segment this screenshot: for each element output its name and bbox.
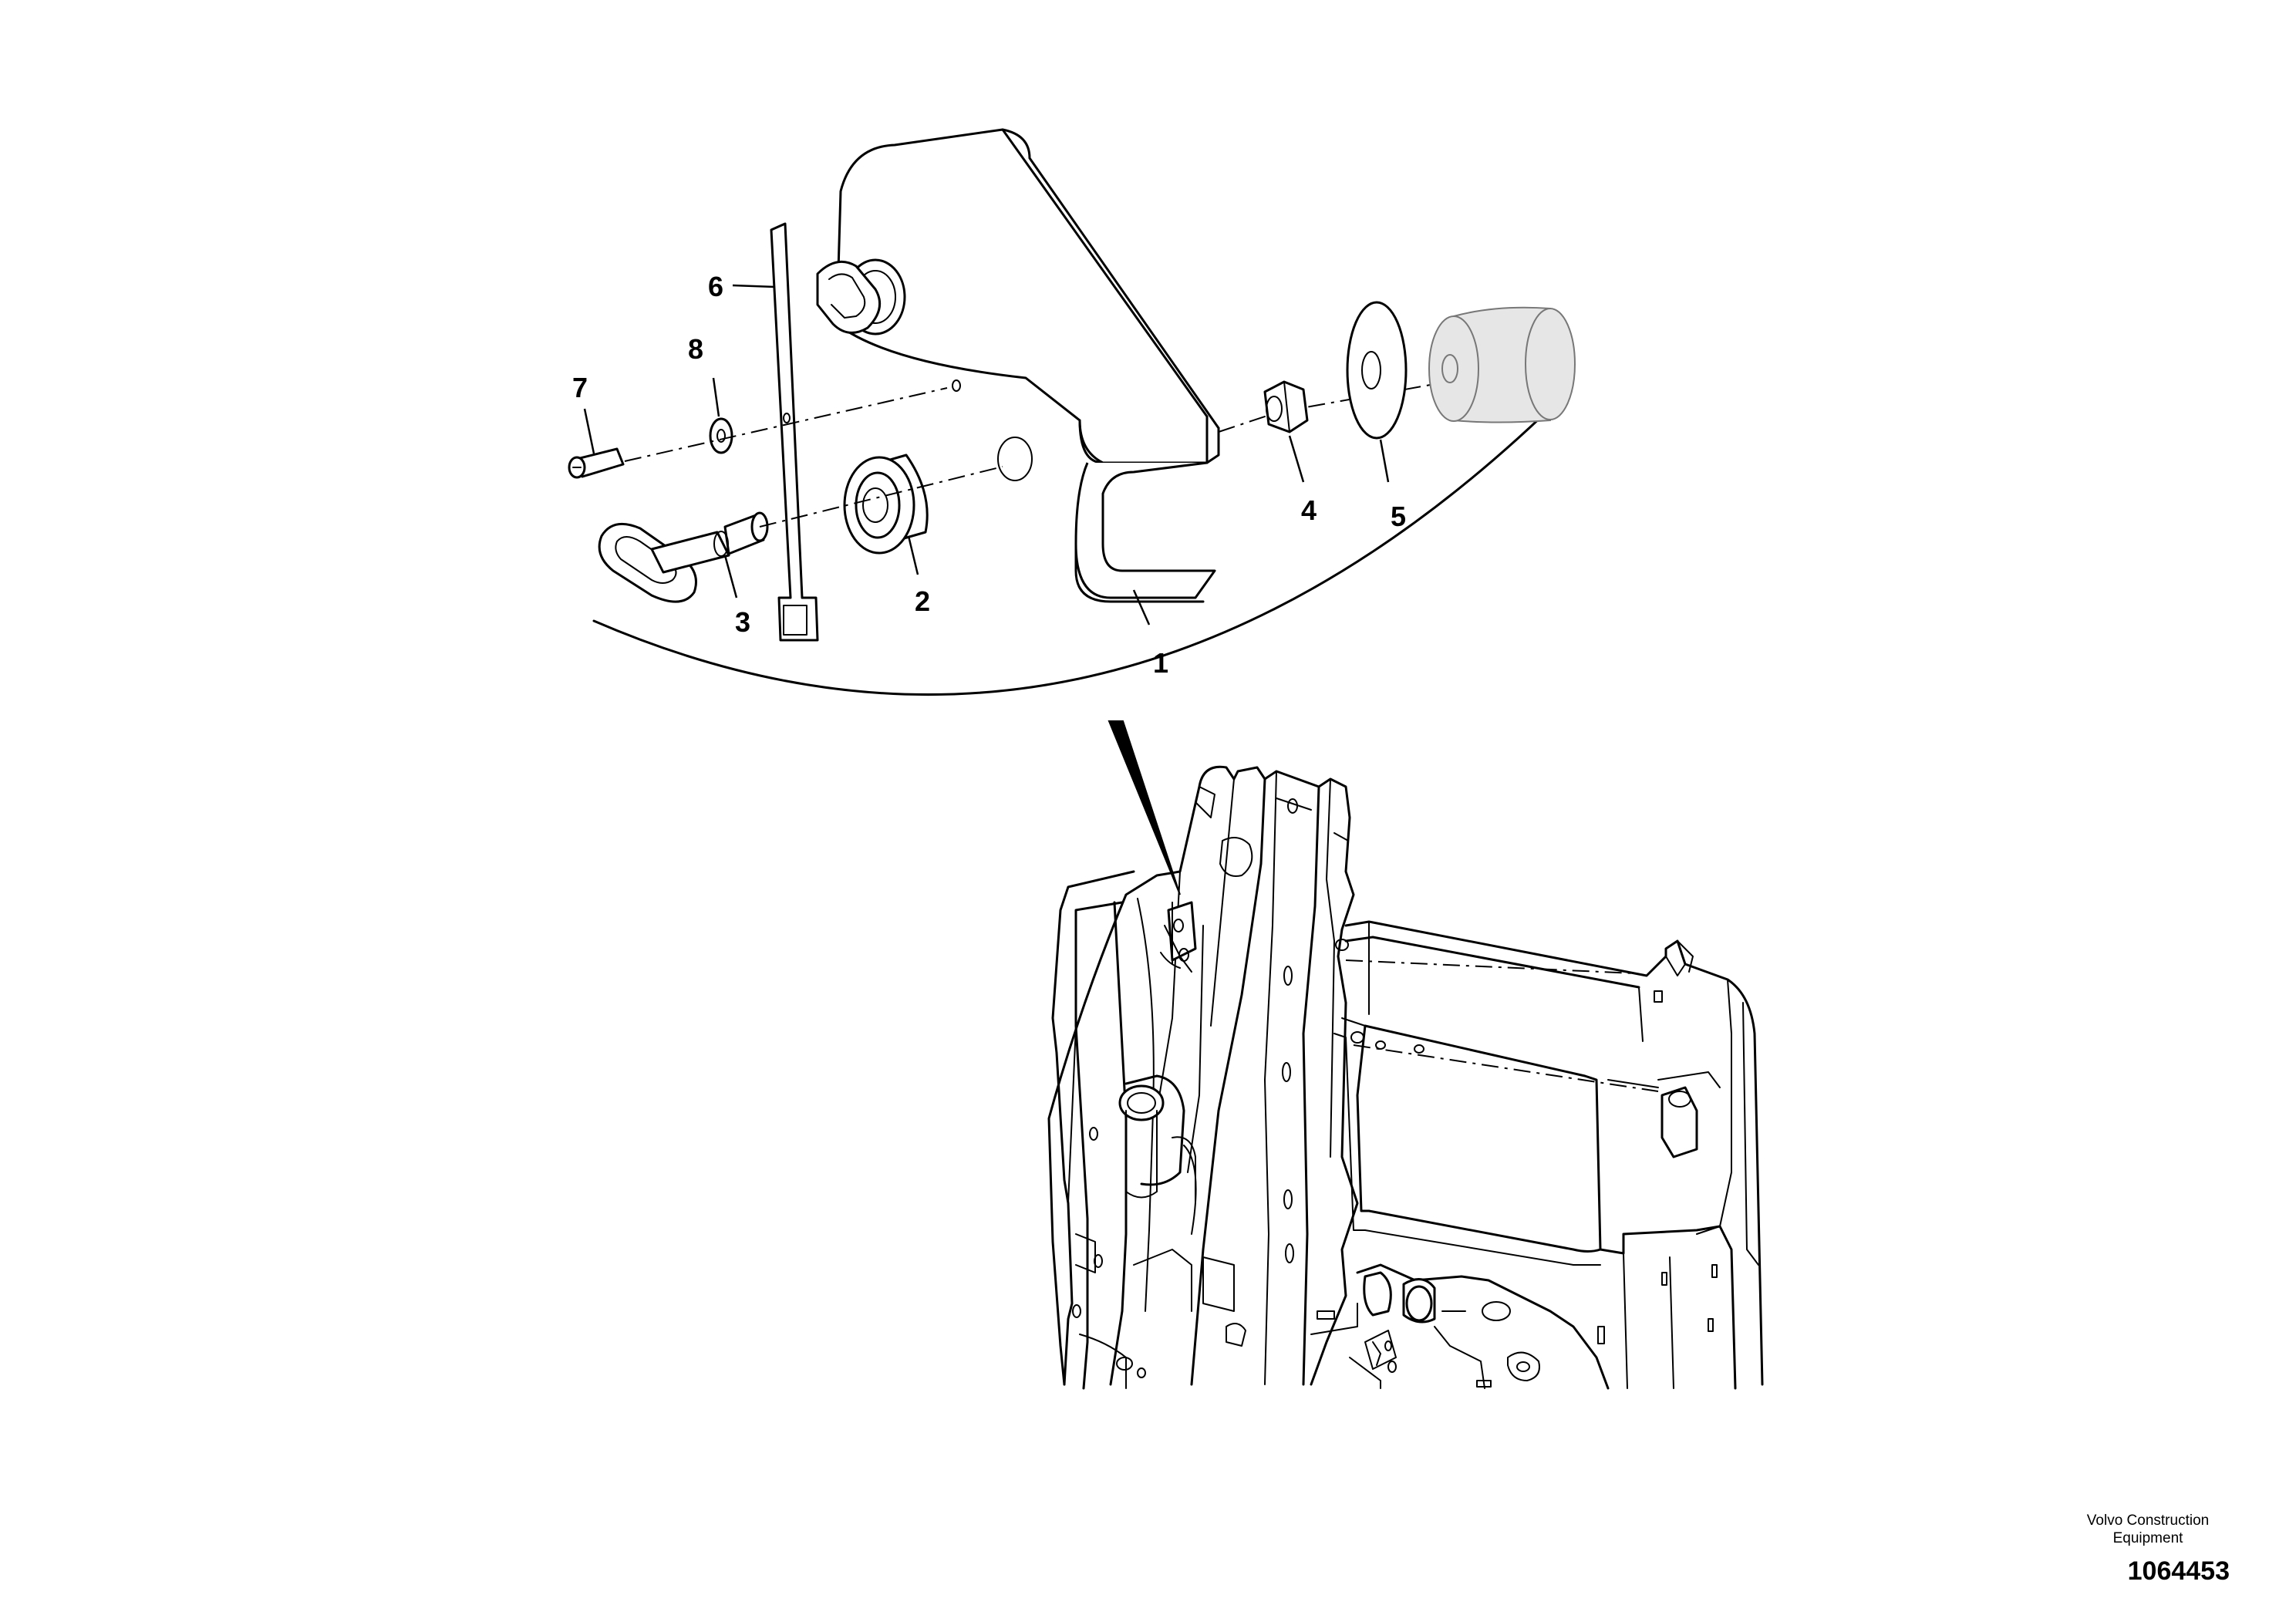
detail-view bbox=[569, 130, 1575, 895]
bracket-part-1 bbox=[837, 130, 1276, 602]
brand-line-1: Volvo Construction bbox=[2086, 1512, 2210, 1529]
washer-part-8 bbox=[710, 419, 732, 453]
washer-part-5 bbox=[1347, 302, 1406, 438]
bushing-part-2 bbox=[845, 455, 927, 553]
callout-5: 5 bbox=[1390, 501, 1407, 532]
callout-3: 3 bbox=[734, 606, 751, 638]
part-location-on-machine bbox=[1161, 902, 1195, 972]
nut-part-4 bbox=[1265, 382, 1307, 432]
detail-pointer bbox=[1109, 721, 1180, 895]
detail-view-arc bbox=[594, 389, 1569, 695]
spring-pin-assembled bbox=[818, 260, 905, 334]
rubber-stop bbox=[1429, 308, 1575, 423]
callout-1: 1 bbox=[1152, 647, 1169, 679]
pin-part-3 bbox=[599, 513, 767, 602]
callout-2: 2 bbox=[914, 585, 931, 617]
machine-frame-view bbox=[1049, 767, 1762, 1388]
brand-line-2: Equipment bbox=[2112, 1530, 2183, 1546]
strap-part-6 bbox=[771, 224, 818, 640]
drawing-number: 1064453 bbox=[2127, 1556, 2230, 1586]
screw-part-7 bbox=[569, 449, 623, 477]
callout-4: 4 bbox=[1300, 494, 1317, 526]
brand-caption: Volvo Construction Equipment bbox=[2048, 1512, 2248, 1547]
callout-7: 7 bbox=[571, 372, 588, 403]
callout-6: 6 bbox=[707, 271, 724, 302]
callout-8: 8 bbox=[687, 333, 704, 365]
